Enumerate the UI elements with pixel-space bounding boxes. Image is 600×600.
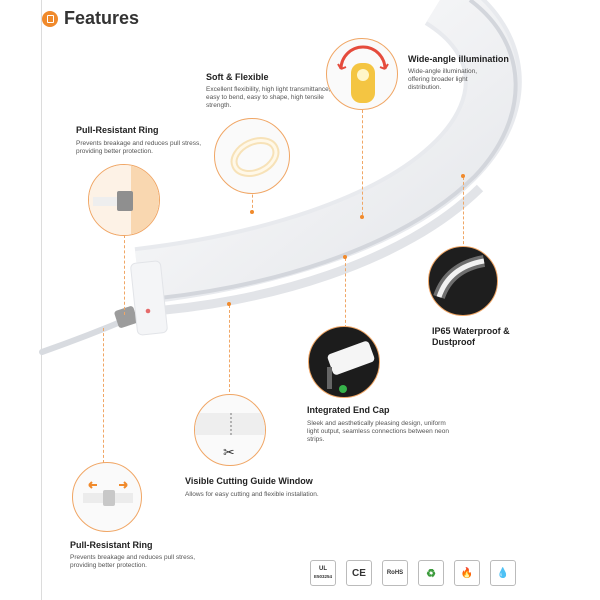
leader-line-ip65 — [463, 177, 464, 249]
cable-connector — [114, 306, 138, 328]
recycle-cert-icon: ♻ — [418, 560, 444, 586]
connector-ring-icon — [89, 165, 159, 235]
strip-end-cap — [130, 260, 168, 336]
leader-line-endcap — [345, 258, 346, 328]
cutting-window-image: ✂ — [194, 394, 266, 466]
pull-ring-bottom-image — [72, 462, 142, 532]
water-cert-icon: 💧 — [490, 560, 516, 586]
ce-cert-icon: CE — [346, 560, 372, 586]
fire-cert-icon: 🔥 — [454, 560, 480, 586]
power-cable — [39, 315, 133, 355]
rohs-cert-icon: RoHS — [382, 560, 408, 586]
leader-line-ring-bottom — [103, 328, 104, 463]
leader-dot-endcap — [343, 255, 347, 259]
leader-line-cutting — [229, 305, 230, 397]
document-icon — [42, 10, 58, 27]
end-cap-image — [308, 326, 380, 398]
soft-flexible-desc: Excellent flexibility, high light transm… — [206, 86, 331, 109]
pull-ring-bottom-title: Pull-Resistant Ring — [70, 540, 153, 550]
leader-dot-soft — [250, 210, 254, 214]
coiled-strip-icon — [230, 137, 280, 177]
ip65-title: IP65 Waterproof & Dustproof — [432, 326, 510, 347]
soft-flexible-title: Soft & Flexible — [206, 72, 269, 82]
pull-ring-top-desc: Prevents breakage and reduces pull stres… — [76, 140, 202, 155]
leader-dot-cutting — [227, 302, 231, 306]
page-left-rule — [41, 0, 42, 600]
pull-ring-bottom-desc: Prevents breakage and reduces pull stres… — [70, 554, 196, 569]
cutting-window-desc: Allows for easy cutting and flexible ins… — [185, 491, 319, 498]
scissors-icon: ✂ — [223, 445, 235, 461]
end-cap-title: Integrated End Cap — [307, 405, 390, 415]
page-title: Features — [64, 8, 140, 28]
pull-ring-top-title: Pull-Resistant Ring — [76, 125, 159, 135]
end-cap-icon — [327, 341, 375, 393]
leader-line-wide — [362, 110, 363, 215]
end-cap-desc: Sleek and aesthetically pleasing design,… — [307, 420, 450, 443]
pull-ring-arrows-icon — [83, 481, 133, 506]
wide-angle-desc: Wide-angle illumination, offering broade… — [408, 68, 478, 91]
ip65-image — [428, 246, 498, 316]
wide-angle-icon — [337, 45, 389, 103]
pull-ring-top-image — [88, 164, 160, 236]
cutting-window-title: Visible Cutting Guide Window — [185, 476, 313, 486]
features-header: Features — [42, 8, 139, 29]
cutting-window-icon: ✂ — [195, 413, 265, 461]
leader-line-ring-top — [124, 235, 125, 315]
waterproof-strip-icon — [433, 255, 486, 300]
wide-angle-title: Wide-angle illumination — [408, 54, 509, 64]
soft-flexible-image — [214, 118, 290, 194]
leader-dot-ip65 — [461, 174, 465, 178]
wide-angle-image — [326, 38, 398, 110]
leader-dot-wide — [360, 215, 364, 219]
